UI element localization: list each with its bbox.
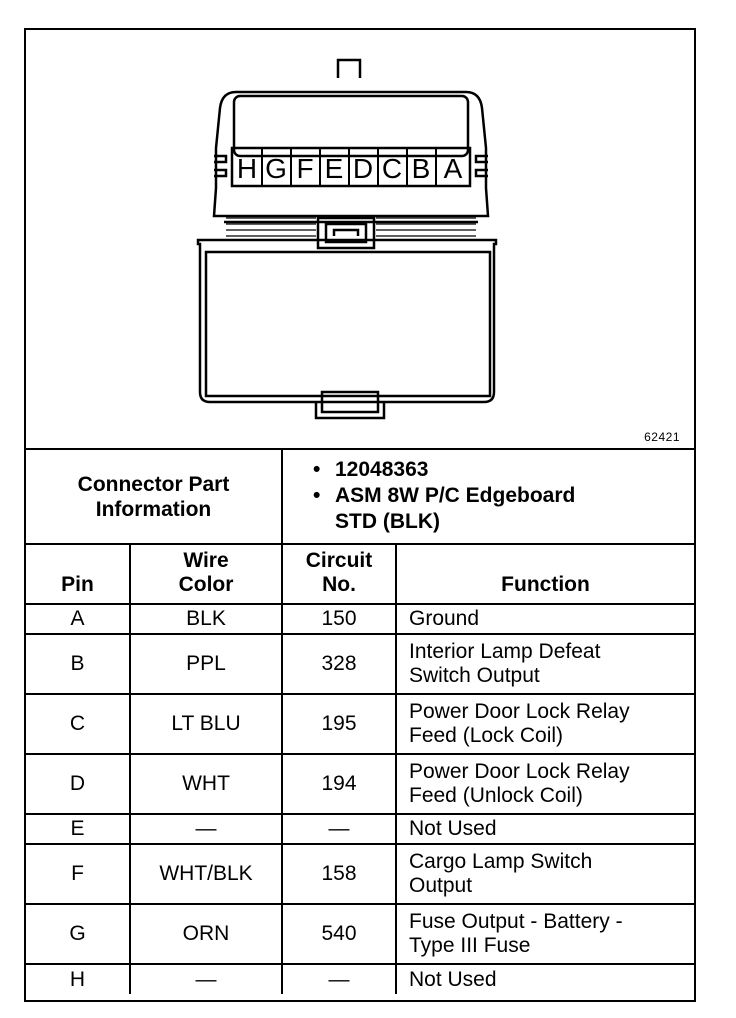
table-row: H — — Not Used	[26, 963, 695, 994]
part-info-label: Connector Part Information	[26, 450, 283, 545]
pin-label-f: F	[296, 153, 313, 184]
circuit-cell: 150	[281, 603, 397, 635]
circuit-cell: 158	[281, 843, 397, 905]
pin-label-d: D	[353, 153, 373, 184]
wire-color-cell: WHT	[129, 753, 283, 815]
figure-id: 62421	[644, 430, 680, 444]
function-cell: Not Used	[394, 963, 695, 994]
connector-pinout-table: Connector Part Information 12048363 ASM …	[26, 450, 695, 994]
circuit-cell: —	[281, 963, 397, 994]
circuit-cell: 194	[281, 753, 397, 815]
circuit-cell: —	[281, 813, 397, 845]
part-info-label-line1: Connector Part	[77, 472, 230, 496]
wire-color-cell: ORN	[129, 903, 283, 965]
wire-color-cell: PPL	[129, 633, 283, 695]
part-info-label-line2: Information	[95, 497, 212, 521]
pin-label-e: E	[325, 153, 344, 184]
function-cell: Not Used	[394, 813, 695, 845]
table-row: E — — Not Used	[26, 813, 695, 845]
wire-color-cell: —	[129, 963, 283, 994]
header-function: Function	[394, 543, 695, 605]
header-pin: Pin	[26, 543, 131, 605]
part-description-cont: STD (BLK)	[335, 509, 440, 533]
circuit-cell: 195	[281, 693, 397, 755]
wire-color-cell: BLK	[129, 603, 283, 635]
part-description: ASM 8W P/C Edgeboard	[313, 483, 694, 509]
part-number: 12048363	[313, 457, 694, 483]
function-cell: Ground	[394, 603, 695, 635]
part-info-values: 12048363 ASM 8W P/C Edgeboard STD (BLK)	[280, 450, 695, 545]
pin-cell: D	[26, 753, 131, 815]
pin-label-b: B	[412, 153, 431, 184]
connector-sheet: H G F E D C B A 62421 Connector Part Inf…	[24, 28, 696, 1002]
table-row: A BLK 150 Ground	[26, 603, 695, 635]
table-row: G ORN 540 Fuse Output - Battery -Type II…	[26, 903, 695, 965]
pin-cell: B	[26, 633, 131, 695]
pin-cell: E	[26, 813, 131, 845]
pin-label-c: C	[382, 153, 402, 184]
connector-diagram: H G F E D C B A 62421	[26, 30, 694, 450]
circuit-cell: 328	[281, 633, 397, 695]
pin-cell: F	[26, 843, 131, 905]
pin-label-a: A	[444, 153, 463, 184]
pin-cell: H	[26, 963, 131, 994]
pin-label-h: H	[237, 153, 257, 184]
wire-color-cell: —	[129, 813, 283, 845]
circuit-cell: 540	[281, 903, 397, 965]
wire-color-cell: LT BLU	[129, 693, 283, 755]
part-info-row: Connector Part Information 12048363 ASM …	[26, 450, 695, 545]
function-cell: Fuse Output - Battery -Type III Fuse	[394, 903, 695, 965]
pin-cell: C	[26, 693, 131, 755]
wire-color-cell: WHT/BLK	[129, 843, 283, 905]
connector-drawing: H G F E D C B A	[196, 58, 498, 420]
pin-cell: A	[26, 603, 131, 635]
pin-label-g: G	[265, 153, 287, 184]
pin-cell: G	[26, 903, 131, 965]
